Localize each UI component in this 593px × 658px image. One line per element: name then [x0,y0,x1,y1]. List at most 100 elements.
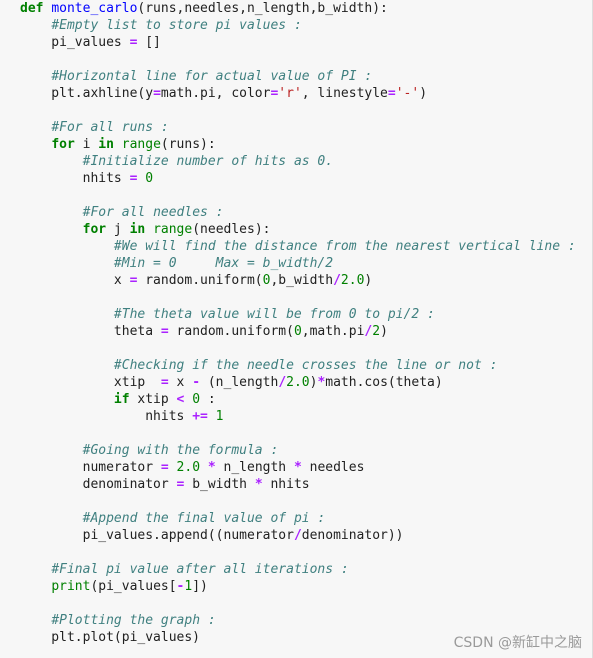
operator-token: * [254,477,263,492]
code-line: #Empty list to store pi values : [20,17,576,34]
keyword-token: for [51,137,75,152]
code-line [20,187,576,204]
code-token: (needles): [192,222,271,237]
operator-token: = [160,460,169,475]
number-token: 0 [145,171,154,186]
code-token [20,613,51,628]
code-line: #Plotting the graph : [20,612,576,629]
code-token: ) [309,375,318,390]
code-line: #The theta value will be from 0 to pi/2 … [20,306,576,323]
code-line: #Initialize number of hits as 0. [20,153,576,170]
code-token: random.uniform( [137,273,263,288]
comment-token: #Append the final value of pi : [82,511,326,526]
builtin-token: print [51,579,91,594]
code-line: theta = random.uniform(0,math.pi/2) [20,323,576,340]
keyword-token: for [82,222,107,237]
number-token: 2 [372,324,381,339]
code-token [20,511,83,526]
code-line: #Horizontal line for actual value of PI … [20,68,576,85]
operator-token: - [176,579,185,594]
operator-token: = [160,375,169,390]
code-line: #Checking if the needle crosses the line… [20,357,576,374]
operator-token: * [207,460,216,475]
code-token: ) [419,86,428,101]
code-editor[interactable]: def monte_carlo(runs,needles,n_length,b_… [20,0,576,646]
code-token: nhits [20,171,130,186]
number-token: 0 [192,392,201,407]
code-token: math.cos(theta) [325,375,443,390]
comment-token: #Plotting the graph : [51,613,216,628]
code-token: n_length [215,460,294,475]
code-token [20,256,114,271]
code-token: pi_values [20,35,130,50]
code-token [208,409,216,424]
comment-token: #Horizontal line for actual value of PI … [51,69,373,84]
comment-token: #Initialize number of hits as 0. [82,154,334,169]
operator-token: += [192,409,208,424]
code-token: , linestyle [301,86,388,101]
code-token: ,b_width [270,273,334,288]
comment-token: #Final pi value after all iterations : [51,562,349,577]
code-line [20,289,576,306]
keyword-token: if [113,392,130,407]
code-line: if xtip < 0 : [20,391,576,408]
code-line: nhits += 1 [20,408,576,425]
code-token: i [74,137,99,152]
code-token: (runs): [160,137,216,152]
code-token [20,443,83,458]
number-token: 2.0 [176,460,201,475]
code-line [20,493,576,510]
code-token: pi_values.append((numerator [20,528,294,543]
code-token: nhits [20,409,193,424]
code-line: pi_values = [] [20,34,576,51]
code-token: math.pi, color [160,86,271,101]
code-token [20,579,51,594]
code-token [20,307,114,322]
operator-token: = [176,477,185,492]
code-token [20,69,51,84]
code-line [20,340,576,357]
keyword-token: in [98,137,114,152]
comment-token: #For all needles : [82,205,224,220]
code-token: plt.plot(pi_values) [20,630,201,645]
code-line: numerator = 2.0 * n_length * needles [20,459,576,476]
csdn-watermark: CSDN @新缸中之脑 [453,635,582,651]
code-token: numerator [20,460,161,475]
code-token [169,460,177,475]
string-token: '-' [395,86,420,101]
operator-token: / [293,528,302,543]
code-token: ) [364,273,373,288]
keyword-token: def [20,1,44,16]
code-token [20,392,114,407]
number-token: 1 [215,409,224,424]
operator-token: / [333,273,341,288]
code-token: (runs,needles,n_length,b_width): [137,1,388,16]
code-line: #For all runs : [20,119,576,136]
comment-token: #For all runs : [51,120,169,135]
code-token [200,460,208,475]
code-line [20,544,576,561]
code-token: theta [20,324,161,339]
code-token: ,math.pi [301,324,365,339]
function-name-token: monte_carlo [51,1,138,16]
code-token: x [20,273,130,288]
operator-token: = [129,273,138,288]
code-line [20,425,576,442]
operator-token: = [387,86,396,101]
code-line: #Append the final value of pi : [20,510,576,527]
operator-token: * [317,375,326,390]
number-token: 0 [293,324,302,339]
code-line [20,102,576,119]
code-token: b_width [184,477,255,492]
code-token: (n_length [200,375,279,390]
comment-token: #Empty list to store pi values : [51,18,302,33]
code-line: for i in range(runs): [20,136,576,153]
code-token [145,222,153,237]
code-token [20,222,83,237]
keyword-token: in [129,222,146,237]
code-line: denominator = b_width * nhits [20,476,576,493]
number-token: 0 [262,273,271,288]
operator-token: / [278,375,287,390]
code-token [20,562,51,577]
